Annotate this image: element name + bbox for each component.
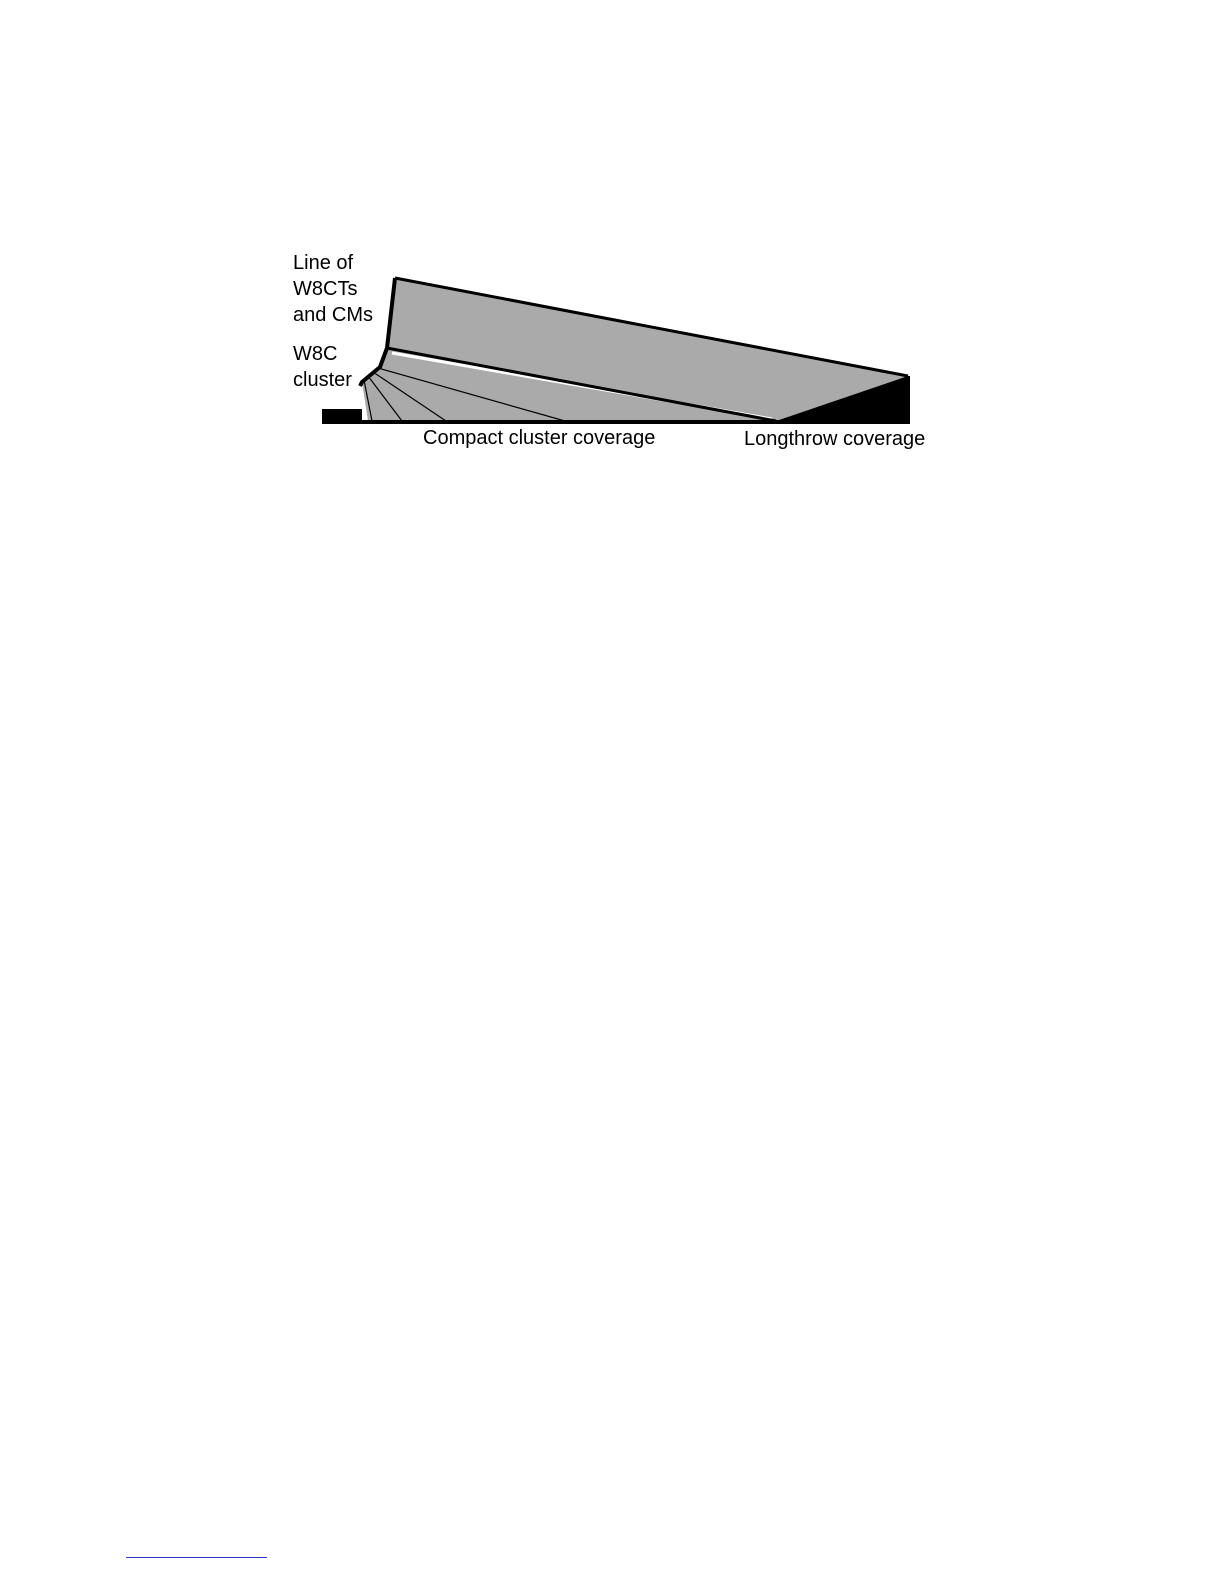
line-array-label: Line of W8CTs and CMs: [293, 250, 373, 328]
line-array-label-line-1: Line of: [293, 250, 373, 276]
longthrow-coverage-label: Longthrow coverage: [744, 426, 925, 452]
footnote-rule: [126, 1557, 267, 1558]
line-array-label-line-2: W8CTs: [293, 276, 373, 302]
cluster-label-line-1: W8C: [293, 341, 352, 367]
compact-coverage-label: Compact cluster coverage: [423, 425, 655, 451]
cluster-label: W8C cluster: [293, 341, 352, 393]
cluster-label-line-2: cluster: [293, 367, 352, 393]
floor-line: [322, 420, 910, 424]
line-array-label-line-3: and CMs: [293, 302, 373, 328]
